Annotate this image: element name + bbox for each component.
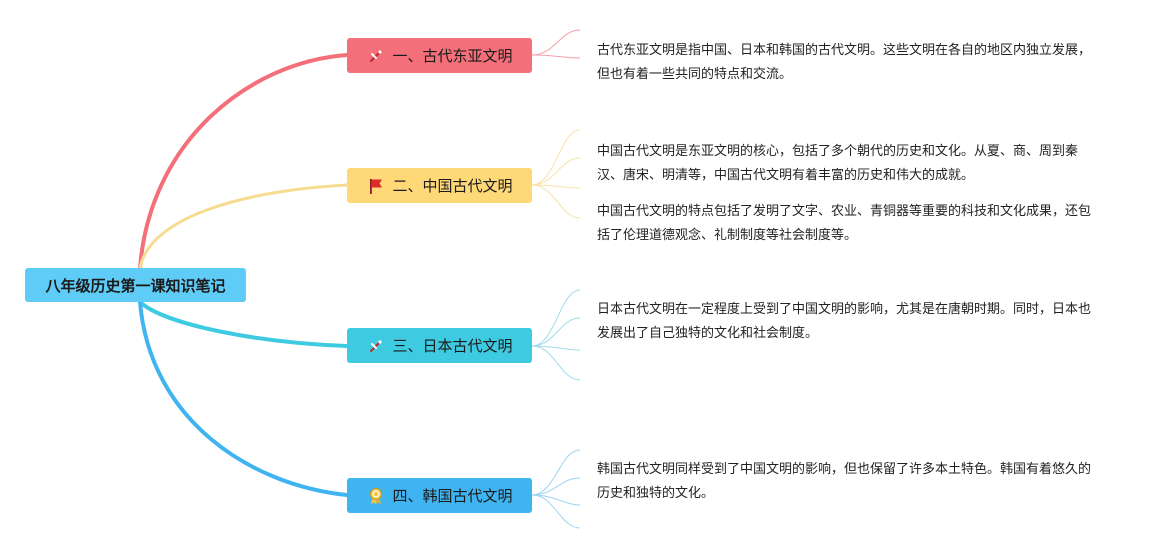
tools-icon (366, 46, 386, 66)
award-ribbon-icon (366, 486, 386, 506)
whiskers-branch-3 (531, 289, 581, 381)
connector-branch-4 (138, 300, 349, 497)
branch-topic-korea[interactable]: 四、韩国古代文明 (347, 478, 532, 513)
red-flag-icon (366, 176, 386, 196)
branch-topic-japan[interactable]: 三、日本古代文明 (347, 328, 532, 363)
root-topic[interactable]: 八年级历史第一课知识笔记 (25, 268, 246, 302)
whiskers-branch-1 (531, 29, 581, 59)
branch-topic-label: 三、日本古代文明 (392, 337, 513, 355)
tools-icon (366, 336, 386, 356)
branch-topic-label: 一、古代东亚文明 (392, 47, 513, 65)
note-china-overview: 中国古代文明是东亚文明的核心，包括了多个朝代的历史和文化。从夏、商、周到秦汉、唐… (597, 144, 1079, 183)
whiskers-branch-2 (531, 129, 581, 219)
connector-branch-2 (138, 183, 349, 270)
note-east-asia-overview: 古代东亚文明是指中国、日本和韩国的古代文明。这些文明在各自的地区内独立发展，但也… (597, 43, 1092, 82)
branch-topic-label: 二、中国古代文明 (392, 177, 513, 195)
root-topic-label: 八年级历史第一课知识笔记 (45, 276, 226, 295)
branch-topic-east-asia[interactable]: 一、古代东亚文明 (347, 38, 532, 73)
connector-branch-3 (138, 300, 349, 348)
whiskers-branch-4 (531, 449, 581, 529)
note-korea-overview: 韩国古代文明同样受到了中国文明的影响，但也保留了许多本土特色。韩国有着悠久的历史… (597, 462, 1092, 501)
connector-branch-1 (138, 53, 349, 270)
branch-topic-china[interactable]: 二、中国古代文明 (347, 168, 532, 203)
note-japan-overview: 日本古代文明在一定程度上受到了中国文明的影响，尤其是在唐朝时期。同时，日本也发展… (597, 302, 1092, 341)
branch-topic-label: 四、韩国古代文明 (392, 487, 513, 505)
note-china-features: 中国古代文明的特点包括了发明了文字、农业、青铜器等重要的科技和文化成果，还包括了… (597, 204, 1092, 243)
